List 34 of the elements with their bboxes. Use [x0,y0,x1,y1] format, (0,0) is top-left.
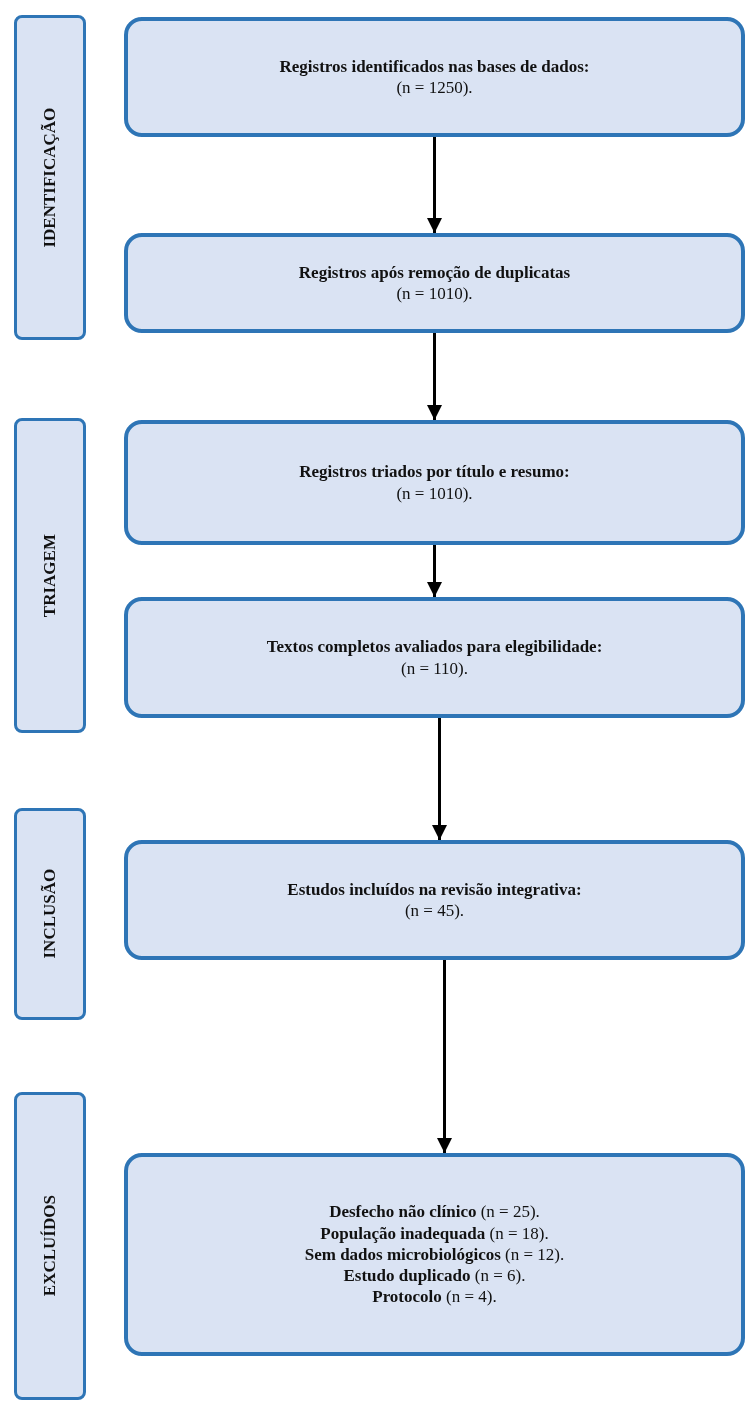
stage-label-box [14,418,86,733]
arrow [427,137,442,233]
box-text: (n = 45). [404,900,465,922]
stage-label: INCLUSÃO [39,869,61,959]
box-text: Protocolo (n = 4). [372,1286,497,1308]
box-heading: Textos completos avaliados para elegibilidade: [266,636,603,658]
box-text: Estudo duplicado (n = 6). [343,1265,526,1287]
process-box [124,1153,745,1356]
stage-label-box [14,15,86,340]
stage-label-box [14,808,86,1020]
box-heading: Estudos incluídos na revisão integrativa: [287,878,582,900]
box-text: Desfecho não clínico (n = 25). [329,1201,540,1223]
arrow [427,545,442,597]
box-text: (n = 1010). [396,283,473,305]
process-box [124,17,745,137]
stage-label-box [14,1092,86,1400]
box-heading: Registros identificados nas bases de dados: [279,55,590,77]
process-box [124,840,745,960]
box-text: (n = 1250). [396,77,473,99]
arrow [432,718,447,840]
arrow [437,960,452,1153]
stage-label: TRIAGEM [39,533,61,618]
box-text: (n = 1010). [396,482,473,504]
box-heading: Registros após remoção de duplicatas [298,261,571,283]
stage-label: EXCLUÍDOS [39,1195,61,1297]
stage-label: IDENTIFICAÇÃO [39,107,61,248]
process-box [124,420,745,545]
arrow [427,333,442,420]
process-box [124,233,745,333]
process-box [124,597,745,718]
box-text: (n = 110). [401,657,468,679]
box-text: Sem dados microbiológicos (n = 12). [304,1243,565,1266]
box-heading: Registros triados por título e resumo: [299,461,570,483]
box-text: População inadequada (n = 18). [320,1222,549,1244]
